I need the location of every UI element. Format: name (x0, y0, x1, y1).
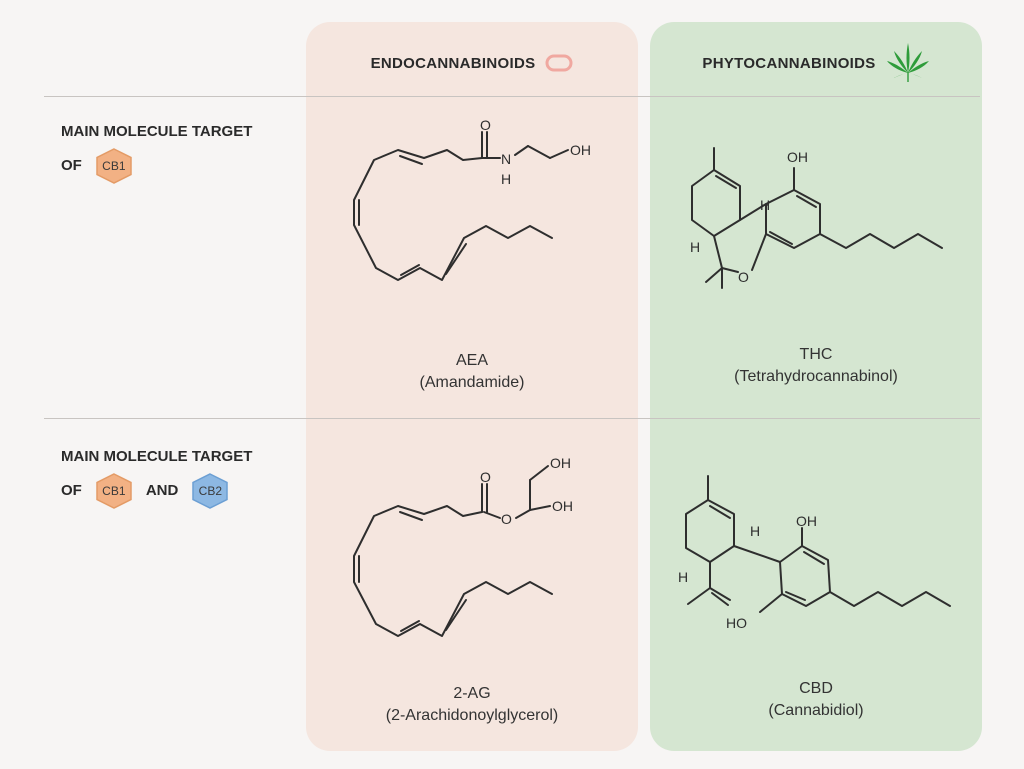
2ag-structure: O O OH OH (353, 455, 573, 637)
aea-carbonyl-o: O (480, 117, 491, 133)
endocannabinoids-column (306, 22, 638, 751)
cb1-label: CB1 (102, 484, 126, 498)
thc-full-name: (Tetrahydrocannabinol) (734, 368, 898, 385)
cbd-full-name: (Cannabidiol) (768, 702, 864, 719)
row1-label-prefix: OF (61, 157, 82, 174)
aea-full-name: (Amandamide) (419, 374, 525, 391)
cb2-label: CB2 (198, 484, 223, 498)
row2-label-joiner: AND (145, 482, 179, 499)
2ag-name: 2-AG (453, 685, 491, 702)
cbd-name: CBD (799, 680, 833, 697)
2ag-hydroxyl-2: OH (552, 498, 573, 514)
2ag-full-name: (2-Arachidonoylglycerol) (385, 707, 559, 724)
cbd-h-upper: H (750, 523, 760, 539)
cb2-receptor-badge: CB2 (190, 473, 230, 509)
capsule-icon (545, 54, 573, 72)
thc-caption: THC (Tetrahydrocannabinol) (650, 344, 982, 388)
thc-structure: OH H H O (690, 147, 943, 289)
2ag-caption: 2-AG (2-Arachidonoylglycerol) (306, 683, 638, 727)
thc-hydroxyl: OH (787, 149, 808, 165)
aea-hydroxyl: OH (570, 142, 591, 158)
cb1-receptor-badge: CB1 (94, 473, 134, 509)
aea-structure: O N H OH (353, 117, 591, 281)
row-divider (44, 418, 980, 419)
2ag-carbonyl-o: O (480, 469, 491, 485)
thc-name: THC (799, 346, 833, 363)
cannabis-leaf-icon (886, 43, 929, 82)
thc-ring-o: O (738, 269, 749, 285)
cbd-h-lower: H (678, 569, 688, 585)
cbd-hydroxyl-bottom: HO (726, 615, 747, 631)
endocannabinoids-header: ENDOCANNABINOIDS (306, 52, 638, 74)
2ag-hydroxyl-1: OH (550, 455, 571, 471)
cbd-hydroxyl-top: OH (796, 513, 817, 529)
phytocannabinoids-column (650, 22, 982, 751)
aea-amide-h: H (501, 171, 511, 187)
thc-h-upper: H (760, 197, 770, 213)
header-divider (44, 96, 980, 97)
aea-amide-n: N (501, 151, 511, 167)
row2-label: MAIN MOLECULE TARGET OF CB1 AND CB2 (61, 441, 252, 509)
cbd-structure: OH H H HO (678, 475, 951, 631)
2ag-ester-o: O (501, 511, 512, 527)
endocannabinoids-title: ENDOCANNABINOIDS (370, 54, 536, 72)
aea-caption: AEA (Amandamide) (306, 350, 638, 394)
row2-label-title: MAIN MOLECULE TARGET (61, 448, 253, 465)
row1-label: MAIN MOLECULE TARGET OF CB1 (61, 116, 252, 184)
cb1-label: CB1 (102, 159, 126, 173)
row2-label-prefix: OF (61, 482, 82, 499)
row1-label-title: MAIN MOLECULE TARGET (61, 123, 253, 140)
aea-name: AEA (455, 352, 488, 369)
phytocannabinoids-title: PHYTOCANNABINOIDS (702, 54, 876, 72)
cb1-receptor-badge: CB1 (94, 148, 134, 184)
thc-h-lower: H (690, 239, 700, 255)
phytocannabinoids-header: PHYTOCANNABINOIDS (650, 43, 982, 82)
cbd-caption: CBD (Cannabidiol) (650, 678, 982, 722)
